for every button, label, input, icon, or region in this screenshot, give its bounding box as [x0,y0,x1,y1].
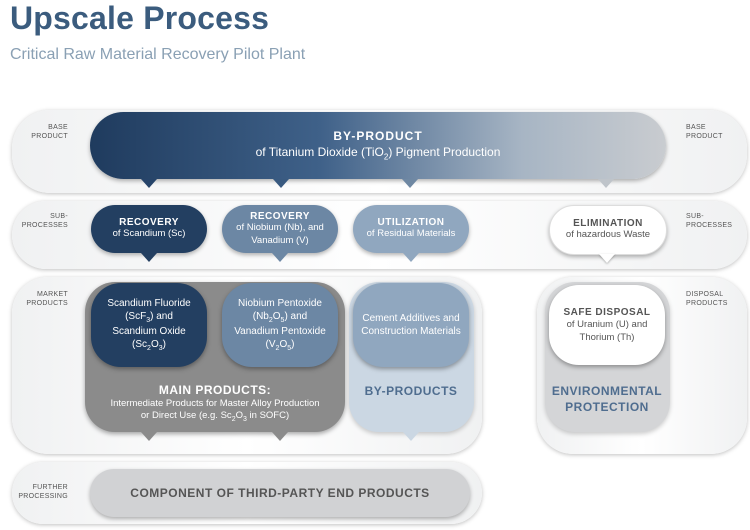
utilization-pill: UTILIZATION of Residual Materials [353,205,469,253]
page-subtitle: Critical Raw Material Recovery Pilot Pla… [10,46,306,63]
recovery-scandium-text: of Scandium (Sc) [112,228,186,240]
third-party-text: COMPONENT OF THIRD-PARTY END PRODUCTS [130,486,430,500]
arrow-main-1 [141,432,157,441]
main-products-caption: MAIN PRODUCTS: Intermediate Products for… [88,383,342,424]
arrow-base-3 [402,179,418,188]
recovery-scandium-title: RECOVERY [119,217,179,229]
arrow-sub-4 [599,254,615,263]
recovery-niobium-pill: RECOVERY of Niobium (Nb), and Vanadium (… [222,205,338,253]
main-products-title: MAIN PRODUCTS: [158,383,272,397]
byproduct-text: of Titanium Dioxide (TiO2) Pigment Produ… [255,144,501,161]
main-products-text: Intermediate Products for Master Alloy P… [110,398,320,424]
utilization-title: UTILIZATION [377,217,445,229]
sub-processes-label-left: SUB-PROCESSES [21,213,68,230]
arrow-base-2 [273,179,289,188]
safe-disposal-text: of Uranium (U) and Thorium (Th) [566,319,648,343]
arrow-sub-1 [141,253,157,262]
third-party-pill: COMPONENT OF THIRD-PARTY END PRODUCTS [90,469,470,517]
safe-disposal-tile: SAFE DISPOSAL of Uranium (U) and Thorium… [549,285,665,365]
elimination-title: ELIMINATION [573,218,643,230]
sub-processes-label-right: SUB-PROCESSES [686,213,733,230]
arrow-sub-3 [403,253,419,262]
arrow-base-1 [141,179,157,188]
arrow-byproducts [403,432,419,441]
recovery-scandium-pill: RECOVERY of Scandium (Sc) [91,205,207,253]
arrow-main-2 [272,432,288,441]
elimination-pill: ELIMINATION of hazardous Waste [549,205,667,255]
arrow-sub-2 [272,253,288,262]
utilization-text: of Residual Materials [366,228,456,240]
elimination-text: of hazardous Waste [565,229,651,241]
recovery-niobium-text: of Niobium (Nb), and Vanadium (V) [236,222,324,246]
safe-disposal-title: SAFE DISPOSAL [563,307,651,319]
cement-tile: Cement Additives and Construction Materi… [353,283,469,367]
page-title: Upscale Process [10,0,270,36]
arrow-base-4 [598,179,614,188]
recovery-niobium-title: RECOVERY [250,211,310,223]
environmental-protection-caption: ENVIRONMENTAL PROTECTION [551,384,663,414]
byproduct-pill: BY-PRODUCT of Titanium Dioxide (TiO2) Pi… [90,112,666,179]
cement-text: Cement Additives and Construction Materi… [361,313,461,337]
by-products-caption: BY-PRODUCTS [364,384,458,398]
byproduct-title: BY-PRODUCT [333,128,423,143]
